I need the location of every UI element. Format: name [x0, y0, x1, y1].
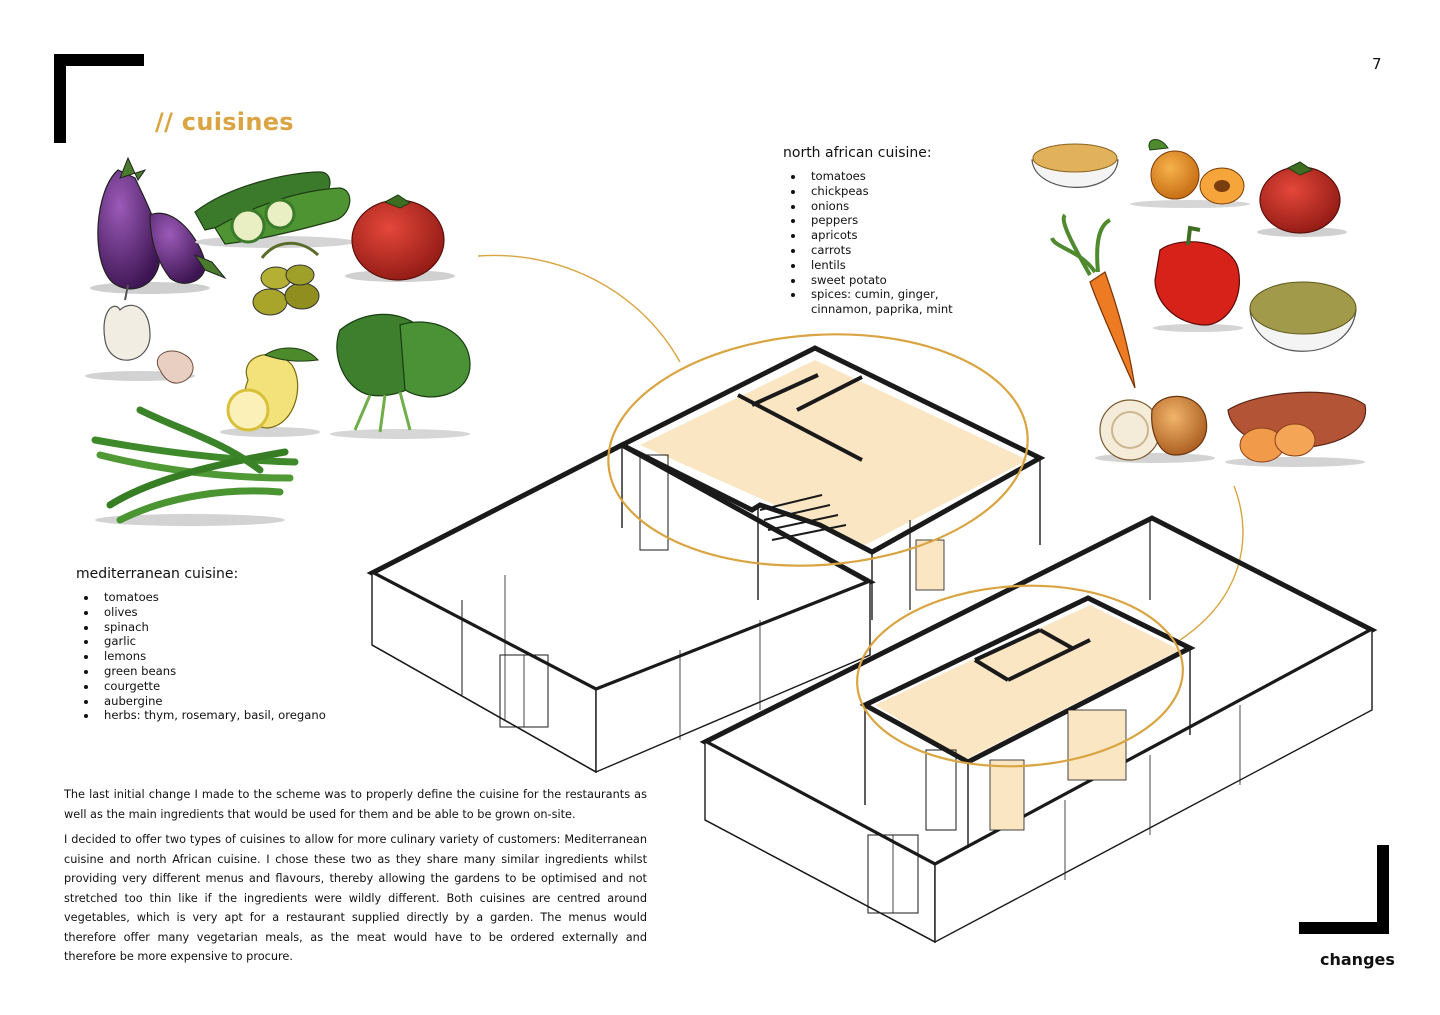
north-african-cuisine-title: north african cuisine: [783, 145, 932, 161]
section-title: // cuisines [155, 108, 294, 136]
building-drawing-mediterranean [366, 345, 1046, 774]
courgette-icon [194, 171, 355, 248]
garlic-icon [85, 284, 195, 384]
list-item: olives [98, 605, 336, 620]
list-item: aubergine [98, 694, 336, 709]
list-item: herbs: thym, rosemary, basil, oregano [98, 708, 336, 723]
apricot-icon [1130, 139, 1250, 208]
list-item: tomatoes [98, 590, 336, 605]
list-item: apricots [805, 228, 1003, 243]
list-item: courgette [98, 679, 336, 694]
corner-bracket-bottom-right-vertical [1377, 845, 1389, 934]
body-text: The last initial change I made to the sc… [64, 785, 647, 973]
corner-bracket-top-left-vertical [54, 54, 66, 143]
chickpeas-bowl-icon [1031, 143, 1119, 188]
body-paragraph-2: I decided to offer two types of cuisines… [64, 833, 647, 963]
list-item: sweet potato [805, 273, 1003, 288]
mediterranean-cuisine-block: mediterranean cuisine: tomatoes olives s… [76, 566, 336, 723]
onion-icon [1095, 395, 1215, 463]
list-item: chickpeas [805, 184, 1003, 199]
green-beans-icon [91, 406, 299, 526]
lentils-bowl-icon [1249, 281, 1357, 352]
spinach-icon [330, 313, 471, 439]
list-item: garlic [98, 634, 336, 649]
connector-curve-mediterranean [477, 254, 681, 363]
carrot-icon [1050, 213, 1136, 389]
page-number: 7 [1372, 55, 1382, 73]
list-item: onions [805, 199, 1003, 214]
list-item: spinach [98, 620, 336, 635]
list-item: tomatoes [805, 169, 1003, 184]
aubergine-icon [90, 156, 227, 294]
list-item: carrots [805, 243, 1003, 258]
highlight-ellipse-upper [607, 333, 1029, 567]
highlight-ellipse-lower [856, 584, 1184, 768]
list-item: spices: cumin, ginger, cinnamon, paprika… [805, 287, 1003, 317]
sweet-potato-icon [1225, 391, 1367, 467]
north-african-ingredient-list: tomatoes chickpeas onions peppers aprico… [783, 169, 1003, 317]
pepper-icon [1153, 225, 1243, 332]
corner-bracket-bottom-right-horizontal [1299, 922, 1389, 934]
list-item: lemons [98, 649, 336, 664]
footer-section-label: changes [1320, 950, 1395, 969]
lemon-icon [220, 347, 320, 437]
mediterranean-ingredient-list: tomatoes olives spinach garlic lemons gr… [76, 590, 336, 723]
tomato-icon [345, 194, 455, 282]
building-drawing-north-african [699, 515, 1378, 944]
olives-icon [252, 241, 320, 316]
list-item: peppers [805, 213, 1003, 228]
body-paragraph-1: The last initial change I made to the sc… [64, 788, 647, 821]
connector-curve-north-african [1179, 485, 1244, 641]
list-item: green beans [98, 664, 336, 679]
north-african-cuisine-block: north african cuisine: tomatoes chickpea… [783, 145, 1003, 317]
tomato-icon [1257, 161, 1347, 237]
list-item: lentils [805, 258, 1003, 273]
corner-bracket-top-left-horizontal [54, 54, 144, 66]
mediterranean-cuisine-title: mediterranean cuisine: [76, 566, 239, 582]
